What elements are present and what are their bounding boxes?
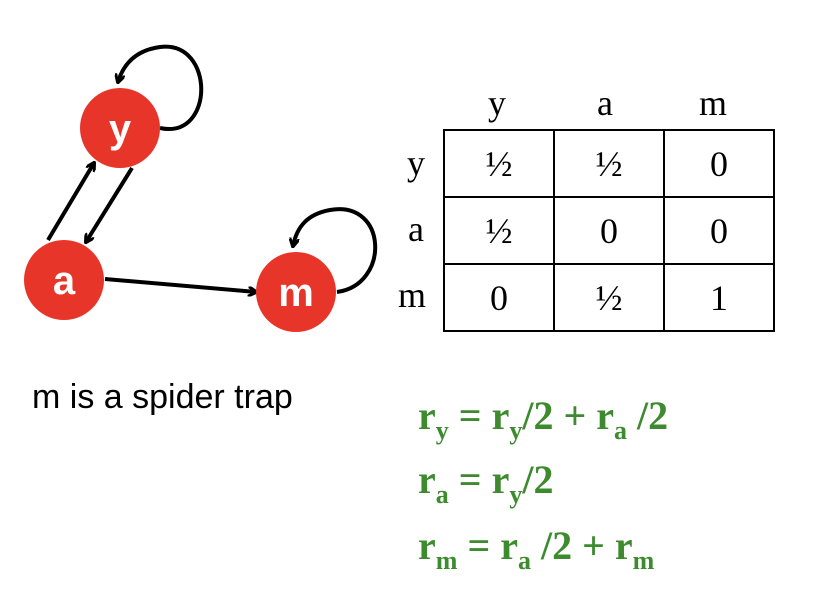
matrix-cell: 0 — [443, 263, 555, 332]
spider-trap-caption: m is a spider trap — [32, 378, 293, 416]
matrix-row: 0 ½ 1 — [443, 263, 775, 332]
equation-term: = — [448, 457, 492, 502]
matrix-cell: ½ — [553, 129, 665, 198]
equation-term: r — [491, 457, 510, 502]
equation-term: /2 + — [531, 523, 615, 568]
node-y-label: y — [109, 107, 132, 151]
equation-ra: ra = ry/2 — [418, 456, 553, 510]
transition-matrix: ½ ½ 0 ½ 0 0 0 ½ 1 — [443, 129, 775, 332]
equation-term: r — [418, 523, 436, 568]
equation-term: /2 — [627, 393, 669, 438]
matrix-cell: ½ — [443, 196, 555, 265]
equation-term: = — [457, 523, 501, 568]
equation-rm: rm = ra /2 + rm — [418, 522, 654, 576]
matrix-col-header-y: y — [488, 83, 506, 123]
equation-term: r — [418, 457, 436, 502]
matrix-row-header-y: y — [407, 143, 425, 183]
matrix-cell: 0 — [553, 196, 665, 265]
equation-term: m — [632, 546, 655, 575]
equation-term: r — [491, 393, 510, 438]
equation-term: /2 + — [522, 393, 597, 438]
link-graph: y a m — [24, 44, 378, 332]
matrix-row: ½ 0 0 — [443, 196, 775, 265]
node-m — [256, 252, 336, 332]
node-m-label: m — [278, 271, 314, 315]
matrix-cell: 0 — [663, 196, 775, 265]
equation-term: a — [518, 546, 531, 575]
equation-term: r — [418, 393, 436, 438]
matrix-row-header-m: m — [397, 275, 426, 315]
matrix-cell: ½ — [553, 263, 665, 332]
matrix-col-header-m: m — [698, 83, 727, 123]
edge-m-m — [293, 207, 378, 294]
equation-term: r — [500, 523, 518, 568]
matrix-col-header-a: a — [597, 83, 613, 123]
matrix-row: ½ ½ 0 — [443, 129, 775, 198]
equation-term: = — [448, 393, 492, 438]
edge-a-y — [46, 163, 94, 242]
equation-ry: ry = ry/2 + ra /2 — [418, 392, 668, 446]
node-y — [80, 88, 160, 168]
equation-term: y — [509, 416, 523, 445]
equation-term: y — [435, 416, 449, 445]
matrix-cell: 1 — [663, 263, 775, 332]
matrix-cell: ½ — [443, 129, 555, 198]
node-a — [24, 240, 104, 320]
equation-term: m — [435, 546, 458, 575]
equation-term: y — [509, 480, 523, 509]
equation-term: /2 — [522, 457, 554, 502]
matrix-cell: 0 — [663, 129, 775, 198]
matrix-row-header-a: a — [408, 209, 424, 249]
equation-term: a — [614, 416, 627, 445]
equation-term: a — [435, 480, 449, 509]
node-a-label: a — [53, 259, 76, 303]
equation-term: r — [614, 523, 633, 568]
edge-y-a — [86, 166, 134, 242]
edge-a-m — [104, 277, 256, 292]
equation-term: r — [596, 393, 614, 438]
edge-y-y — [118, 44, 204, 131]
